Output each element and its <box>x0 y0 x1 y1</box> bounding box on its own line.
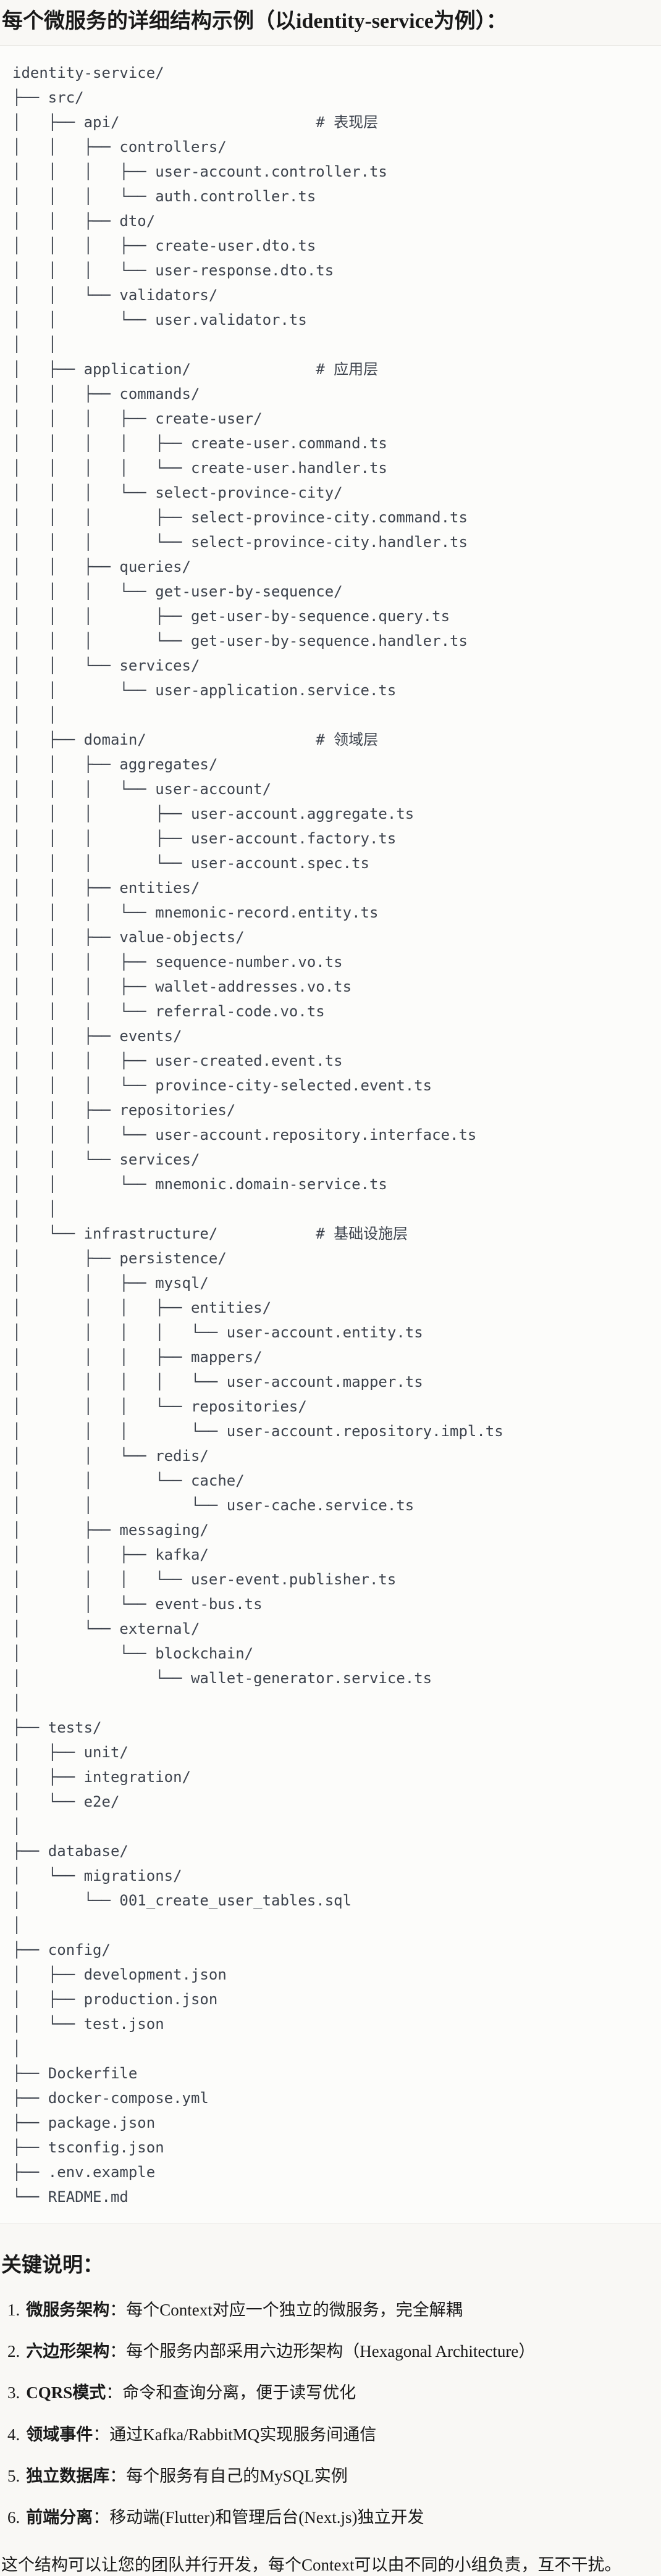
note-label: CQRS模式 <box>26 2383 106 2402</box>
note-number: 2. <box>7 2341 20 2361</box>
key-notes-heading: 关键说明： <box>1 2254 103 2277</box>
key-notes-section: 关键说明： 1. 微服务架构：每个Context对应一个独立的微服务，完全解耦 2… <box>0 2248 661 2576</box>
note-text: ：每个Context对应一个独立的微服务，完全解耦 <box>109 2300 463 2319</box>
note-label: 微服务架构 <box>26 2300 110 2319</box>
note-item-5: 5. 独立数据库：每个服务有自己的MySQL实例 <box>7 2466 661 2486</box>
note-text: ：每个服务内部采用六边形架构（Hexagonal Architecture） <box>109 2341 536 2361</box>
note-text: ：移动端(Flutter)和管理后台(Next.js)独立开发 <box>93 2508 424 2527</box>
note-label: 六边形架构 <box>26 2341 110 2361</box>
document-page: 每个微服务的详细结构示例（以identity-service为例）： ident… <box>0 9 661 2576</box>
note-text: ：通过Kafka/RabbitMQ实现服务间通信 <box>93 2425 377 2444</box>
note-item-1: 1. 微服务架构：每个Context对应一个独立的微服务，完全解耦 <box>7 2300 661 2320</box>
note-number: 3. <box>7 2383 20 2402</box>
note-label: 独立数据库 <box>26 2467 110 2486</box>
directory-tree-codeblock: identity-service/ ├── src/ │ ├── api/ # … <box>0 44 661 2223</box>
note-text: ：命令和查询分离，便于读写优化 <box>106 2383 356 2402</box>
note-text: ：每个服务有自己的MySQL实例 <box>109 2467 348 2486</box>
note-label: 领域事件 <box>26 2425 93 2444</box>
note-item-2: 2. 六边形架构：每个服务内部采用六边形架构（Hexagonal Architec… <box>7 2341 661 2361</box>
note-label: 前端分离 <box>26 2508 93 2527</box>
note-number: 5. <box>7 2467 20 2486</box>
directory-tree-text: identity-service/ ├── src/ │ ├── api/ # … <box>12 64 503 2206</box>
page-title: 每个微服务的详细结构示例（以identity-service为例）： <box>2 10 507 33</box>
note-item-4: 4. 领域事件：通过Kafka/RabbitMQ实现服务间通信 <box>7 2425 661 2444</box>
closing-paragraph: 这个结构可以让您的团队并行开发，每个Context可以由不同的小组负责，互不干扰… <box>1 2555 621 2574</box>
note-number: 1. <box>7 2300 20 2319</box>
note-item-3: 3. CQRS模式：命令和查询分离，便于读写优化 <box>7 2383 661 2402</box>
note-item-6: 6. 前端分离：移动端(Flutter)和管理后台(Next.js)独立开发 <box>7 2507 661 2527</box>
note-number: 6. <box>7 2508 20 2527</box>
note-number: 4. <box>7 2425 20 2444</box>
